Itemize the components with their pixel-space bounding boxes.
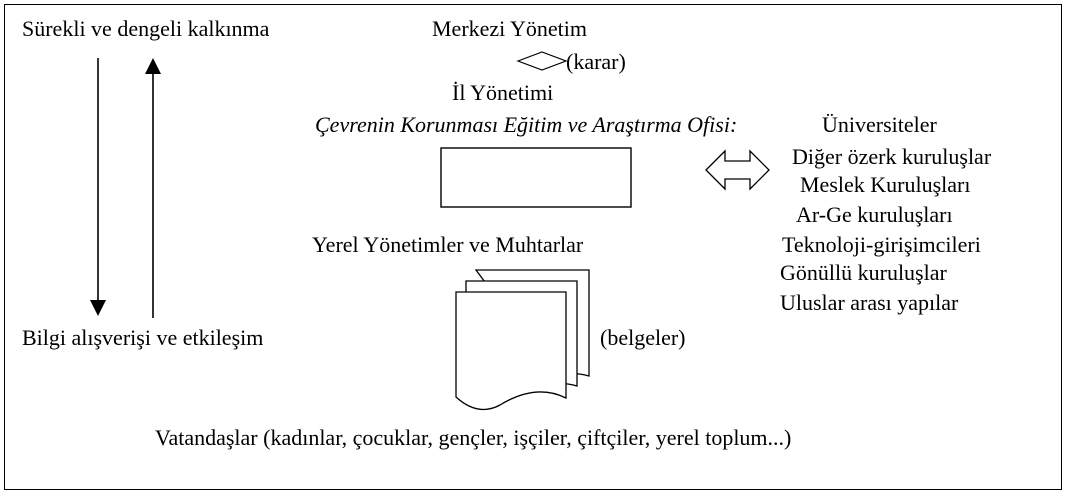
partner-professional: Meslek Kuruluşları	[800, 172, 971, 197]
multidocument-icon	[455, 269, 590, 411]
partner-rnd: Ar-Ge kuruluşları	[796, 202, 953, 227]
partner-international: Uluslar arası yapılar	[780, 290, 959, 315]
office-label: Çevrenin Korunması Eğitim ve Araştırma O…	[315, 112, 738, 137]
diagram-frame	[4, 4, 1062, 490]
office-process-box	[440, 147, 632, 208]
local-governments-label: Yerel Yönetimler ve Muhtarlar	[312, 232, 584, 257]
sustainable-development-label: Sürekli ve dengeli kalkınma	[22, 16, 270, 41]
decision-label: (karar)	[566, 49, 626, 74]
partner-tech-entrepreneurs: Teknoloji-girişimcileri	[782, 232, 981, 257]
partner-universities: Üniversiteler	[822, 112, 937, 137]
partner-autonomous: Diğer özerk kuruluşlar	[792, 144, 992, 169]
decision-diamond	[516, 51, 568, 71]
partner-volunteer: Gönüllü kuruluşlar	[780, 260, 947, 285]
documents-label: (belgeler)	[600, 325, 686, 350]
citizens-label: Vatandaşlar (kadınlar, çocuklar, gençler…	[155, 425, 792, 450]
provincial-government-label: İl Yönetimi	[452, 80, 554, 105]
bidirectional-block-arrow	[705, 149, 770, 191]
central-government-label: Merkezi Yönetim	[432, 16, 587, 41]
information-exchange-label: Bilgi alışverişi ve etkileşim	[22, 325, 264, 350]
